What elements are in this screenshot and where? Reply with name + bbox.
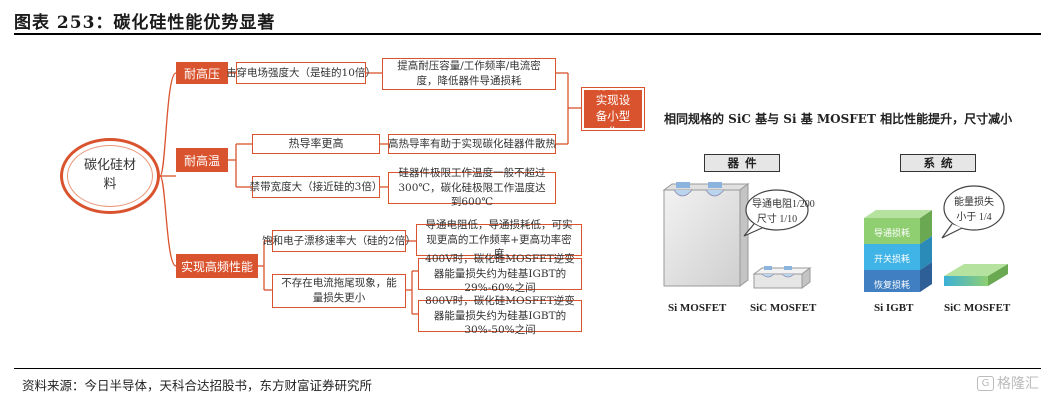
watermark-text: 格隆汇 xyxy=(997,376,1039,392)
source-note: 资料来源：今日半导体，天科合达招股书，东方财富证券研究所 xyxy=(22,378,373,393)
system-bubble-text: 能量损失 小于 1/4 xyxy=(954,197,994,223)
category-high-temperature: 耐高温 xyxy=(176,148,228,172)
top-rule xyxy=(14,33,1041,35)
effect-800v-loss: 800V时，碳化硅MOSFET逆变器能量损失约为硅基IGBT的30%-50%之间 xyxy=(418,295,582,336)
root-node-sic: 碳化硅材料 xyxy=(60,138,160,214)
system-section-label: 系统 xyxy=(900,154,976,172)
igbt-layer-conduction: 导通损耗 xyxy=(873,229,910,239)
effect-voltage-capacity: 提高耐压容量/工作频率/电流密度，降低器件导通损耗 xyxy=(382,58,556,90)
root-label: 碳化硅材料 xyxy=(67,145,153,207)
sic-mosfet-illustration xyxy=(752,266,812,289)
comparison-title: 相同规格的 SiC 基与 Si 基 MOSFET 相比性能提升，尺寸减小 xyxy=(664,112,1013,126)
sic-mosfet-loss-block xyxy=(944,264,1008,286)
label-sic-mosfet-device: SiC MOSFET xyxy=(750,302,817,314)
igbt-layer-switching: 开关损耗 xyxy=(873,255,910,265)
property-bandgap: 禁带宽度大（接近硅的3倍） xyxy=(250,176,382,198)
effect-400v-loss: 400V时，碳化硅MOSFET逆变器能量损失约为硅基IGBT的29%-60%之间 xyxy=(418,253,582,294)
label-si-mosfet: Si MOSFET xyxy=(668,302,727,314)
result-miniaturization: 有助于实现设备小型化 xyxy=(581,78,645,139)
effect-operating-temperature: 硅器件极限工作温度一般不超过300℃，碳化硅极限工作温度达到600℃ xyxy=(388,167,556,208)
effect-conduction-loss: 导通电阻低，导通损耗低，可实现更高的工作频率+更高功率密度 xyxy=(416,219,582,260)
effect-heat-dissipation: 高热导率有助于实现碳化硅器件散热 xyxy=(388,134,556,154)
igbt-layer-recovery: 恢复损耗 xyxy=(873,281,910,291)
property-no-tail-current: 不存在电流拖尾现象，能量损失更小 xyxy=(272,274,406,308)
property-thermal-conductivity: 热导率更高 xyxy=(252,134,380,154)
figure-title: 图表 253：碳化硅性能优势显著 xyxy=(14,13,276,33)
label-sic-mosfet-system: SiC MOSFET xyxy=(944,302,1011,314)
si-igbt-loss-stack xyxy=(864,210,932,292)
property-breakdown-field: 击穿电场强度大（是硅的10倍） xyxy=(226,62,376,84)
device-bubble-text: 导通电阻1/200 尺寸 1/10 xyxy=(752,199,815,225)
bottom-rule xyxy=(14,368,1041,369)
device-section-label: 器件 xyxy=(704,154,780,172)
watermark: G 格隆汇 xyxy=(977,373,1039,393)
system-speech-bubble xyxy=(941,185,1005,239)
property-electron-drift: 饱和电子漂移速率大（硅的2倍） xyxy=(262,230,416,252)
category-high-voltage: 耐高压 xyxy=(176,62,228,84)
watermark-logo-icon: G xyxy=(977,375,994,391)
label-si-igbt: Si IGBT xyxy=(874,302,914,314)
category-high-frequency: 实现高频性能 xyxy=(176,254,258,278)
device-speech-bubble xyxy=(743,189,809,237)
